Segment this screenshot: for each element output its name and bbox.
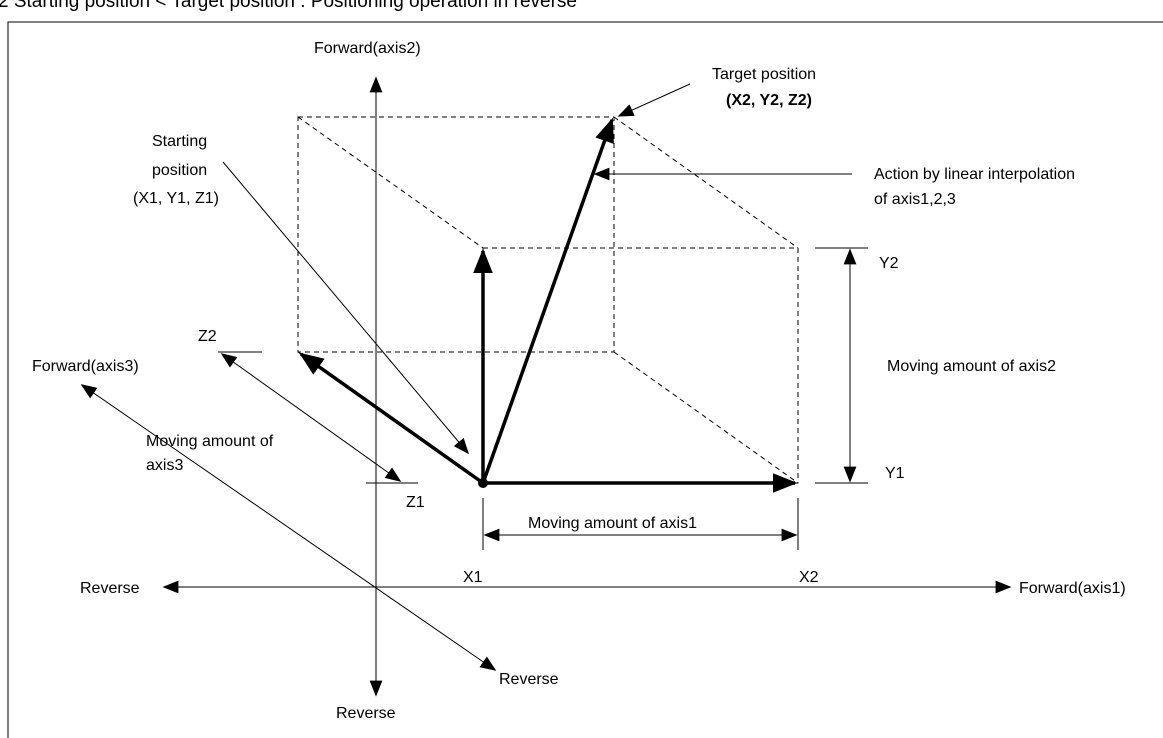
label-action-line1: Action by linear interpolation: [874, 166, 1075, 183]
diagram-frame: [7, 21, 1163, 738]
label-y2: Y2: [879, 255, 899, 272]
label-forward-axis1: Forward(axis1): [1019, 580, 1126, 597]
label-reverse-axis2: Reverse: [336, 705, 396, 722]
label-moving-axis3-line2: axis3: [146, 457, 183, 474]
tick-lines: [218, 247, 868, 550]
label-moving-axis3-line1: Moving amount of: [146, 433, 274, 450]
label-start-line1: Starting: [152, 133, 207, 150]
label-x1: X1: [463, 569, 483, 586]
label-start-line2: position: [152, 162, 207, 179]
label-moving-axis1: Moving amount of axis1: [528, 515, 697, 532]
label-forward-axis3: Forward(axis3): [32, 358, 139, 375]
interpolation-vector: [481, 117, 614, 484]
label-action-line2: of axis1,2,3: [874, 191, 956, 208]
start-leader: [222, 161, 470, 455]
label-y1: Y1: [885, 465, 905, 482]
header-caption: 2 Starting position < Target position : …: [0, 0, 1163, 12]
label-target-title: Target position: [712, 66, 816, 83]
header-text: 2 Starting position < Target position : …: [0, 0, 577, 12]
label-reverse-axis3: Reverse: [499, 671, 559, 688]
label-x2: X2: [799, 569, 819, 586]
label-z1: Z1: [406, 494, 425, 511]
label-z2: Z2: [198, 328, 217, 345]
label-target-coords: (X2, Y2, Z2): [726, 92, 812, 109]
label-forward-axis2: Forward(axis2): [314, 40, 421, 57]
target-leader: [617, 83, 691, 117]
axis3-dimension: [220, 353, 402, 482]
axis3-line: [80, 384, 497, 671]
label-reverse-axis1: Reverse: [80, 580, 140, 597]
axis3-vector: [299, 352, 485, 485]
label-moving-axis2: Moving amount of axis2: [887, 358, 1056, 375]
start-point: [478, 478, 488, 488]
label-start-line3: (X1, Y1, Z1): [133, 190, 219, 207]
